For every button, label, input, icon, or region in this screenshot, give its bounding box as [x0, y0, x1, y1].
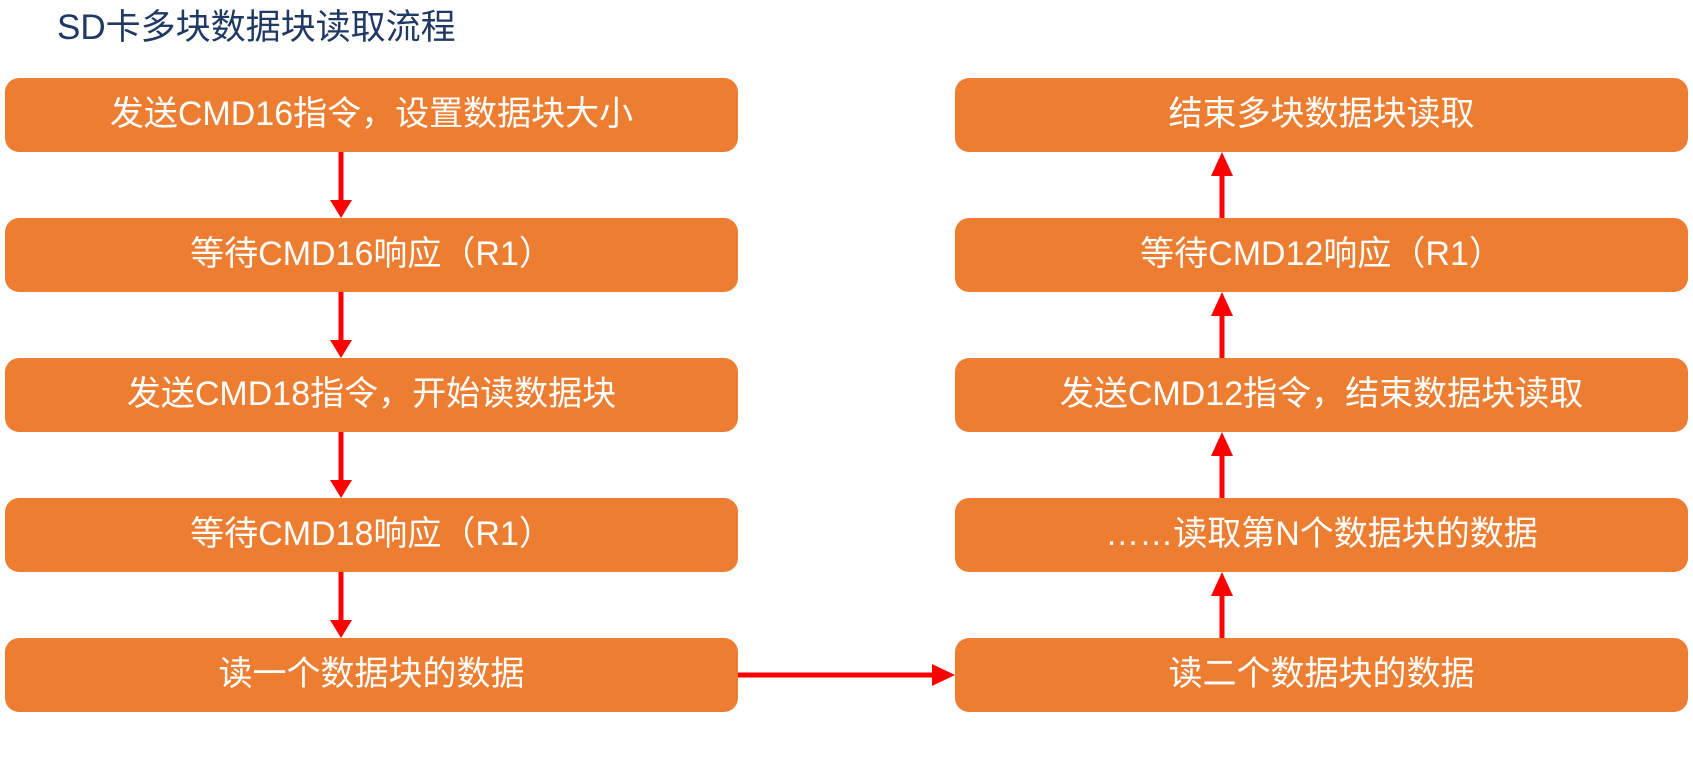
arrow-n3-n4 [330, 432, 352, 498]
page-title: SD卡多块数据块读取流程 [57, 8, 456, 47]
node-read-block-one[interactable]: 读一个数据块的数据 [5, 638, 738, 712]
node-send-cmd18[interactable]: 发送CMD18指令，开始读数据块 [5, 358, 738, 432]
node-finish-multiblock-read[interactable]: 结束多块数据块读取 [955, 78, 1688, 152]
arrow-n5-n6 [738, 664, 955, 686]
arrow-n1-n2 [330, 152, 352, 218]
node-read-block-two[interactable]: 读二个数据块的数据 [955, 638, 1688, 712]
node-wait-cmd18-response[interactable]: 等待CMD18响应（R1） [5, 498, 738, 572]
node-read-block-n[interactable]: ……读取第N个数据块的数据 [955, 498, 1688, 572]
arrow-n7-n8 [1211, 432, 1233, 498]
node-wait-cmd16-response[interactable]: 等待CMD16响应（R1） [5, 218, 738, 292]
node-send-cmd12[interactable]: 发送CMD12指令，结束数据块读取 [955, 358, 1688, 432]
node-send-cmd16[interactable]: 发送CMD16指令，设置数据块大小 [5, 78, 738, 152]
arrow-n9-n10 [1211, 152, 1233, 218]
node-wait-cmd12-response[interactable]: 等待CMD12响应（R1） [955, 218, 1688, 292]
arrow-n6-n7 [1211, 572, 1233, 638]
arrow-n4-n5 [330, 572, 352, 638]
arrow-n8-n9 [1211, 292, 1233, 358]
arrow-n2-n3 [330, 292, 352, 358]
